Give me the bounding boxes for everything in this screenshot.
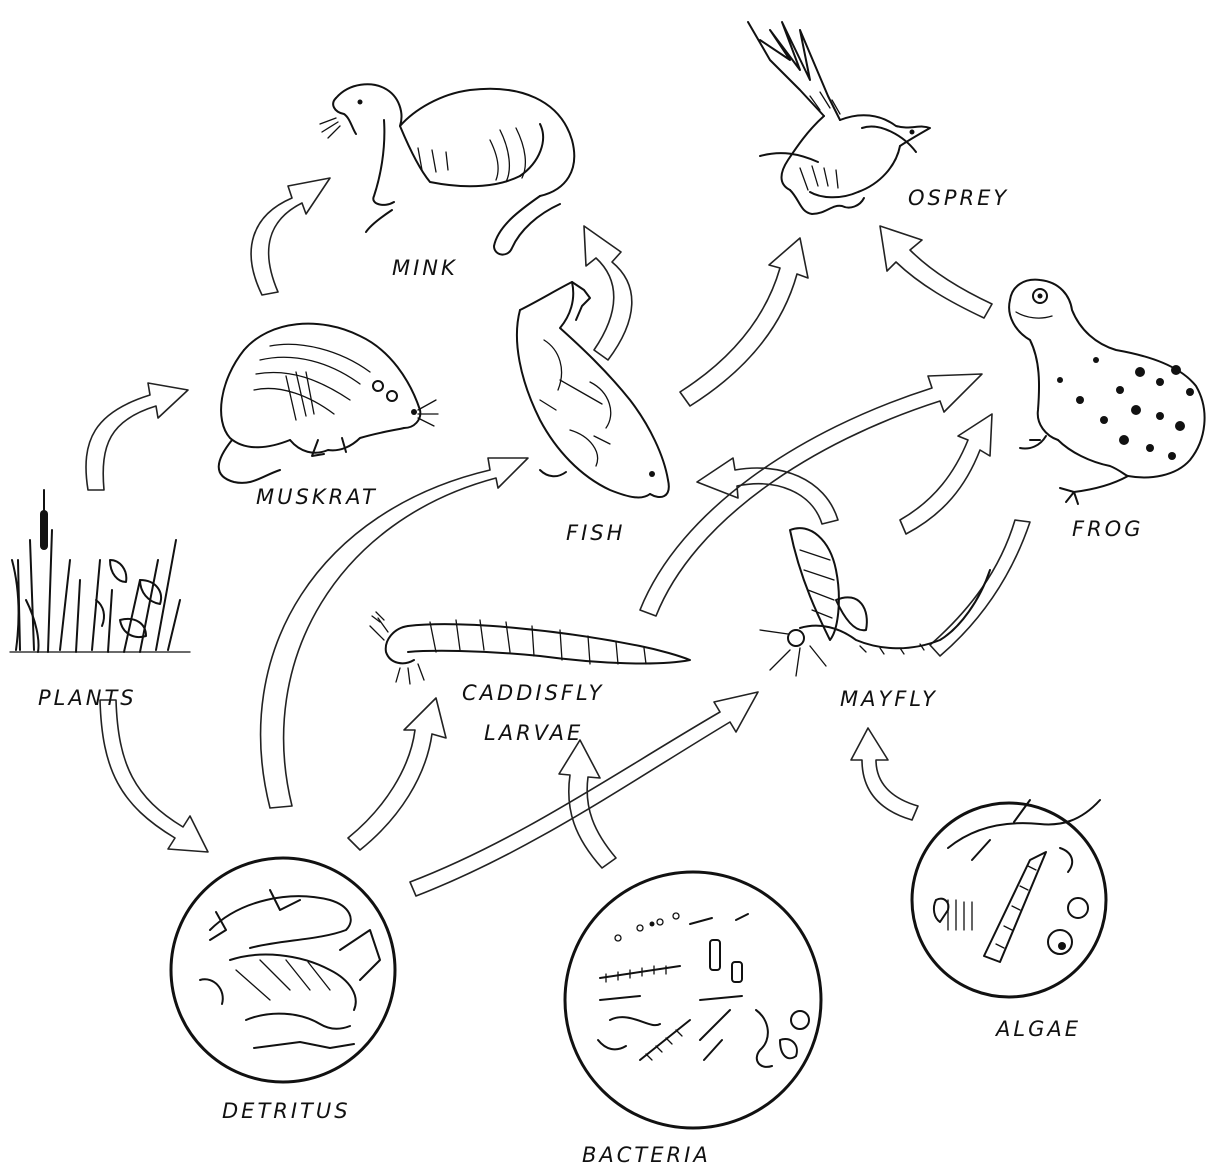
label-algae: ALGAE [994,1017,1081,1041]
arrow-muskrat-to-mink [251,178,330,295]
label-bacteria: BACTERIA [582,1143,711,1167]
label-caddisfly-line1: CADDISFLY [462,681,605,705]
detritus-circle [171,858,395,1082]
frog-spots [1057,357,1194,460]
arrow-mayfly-to-fish [697,458,838,524]
arrow-plants-to-detritus [100,700,208,852]
label-mayfly: MAYFLY [840,687,938,711]
bacteria-circle [565,872,821,1128]
label-caddisfly-line2: LARVAE [484,721,583,745]
arrow-fish-to-mink [584,226,632,360]
arrow-frog-to-osprey [880,226,992,318]
arrows [86,178,1030,896]
arrow-fish-to-osprey [680,238,808,406]
arrow-detritus-to-mayfly [410,692,758,896]
label-mink: MINK [392,256,458,280]
algae-circle [912,800,1106,997]
label-muskrat: MUSKRAT [256,485,378,509]
plants-drawing [10,490,190,652]
arrow-detritus-to-caddisfly [348,698,446,850]
arrow-caddisfly-to-frog [640,374,982,616]
label-osprey: OSPREY [908,186,1009,210]
caddisfly-drawing [370,612,690,684]
label-frog: FROG [1072,517,1143,541]
label-detritus: DETRITUS [222,1099,351,1123]
muskrat-drawing [219,324,438,483]
mayfly-drawing [760,528,990,676]
label-plants: PLANTS [38,686,137,710]
mink-drawing [320,84,574,254]
osprey-drawing [748,22,930,214]
arrow-plants-to-muskrat [86,383,188,490]
arrow-mayfly-to-frog [900,414,992,534]
fish-drawing [517,282,669,497]
arrow-algae-to-mayfly [851,728,918,820]
label-fish: FISH [566,521,625,545]
frog-drawing [1009,280,1204,504]
